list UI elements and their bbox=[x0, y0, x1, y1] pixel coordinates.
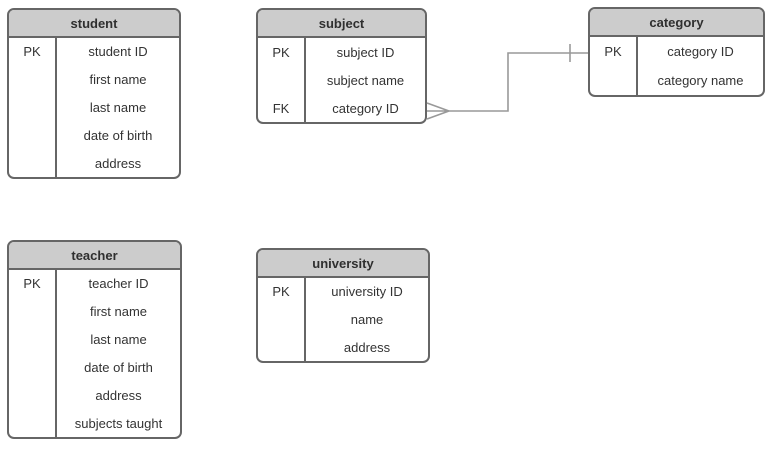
attribute-cell: last name bbox=[90, 332, 147, 348]
pk-cell bbox=[9, 121, 57, 150]
attribute-cell: name bbox=[350, 312, 384, 327]
attribute-cell: category ID bbox=[332, 100, 399, 116]
table-row: PK student ID bbox=[9, 38, 179, 66]
table-row: subjects taught bbox=[9, 409, 180, 437]
attribute-cell: address bbox=[95, 387, 142, 403]
pk-cell bbox=[9, 149, 57, 177]
attribute-cell: subjects taught bbox=[74, 415, 163, 431]
entity-teacher[interactable]: teacher PK teacher ID first name last na… bbox=[7, 240, 182, 439]
entity-teacher-body: PK teacher ID first name last name date … bbox=[9, 270, 180, 437]
pk-cell bbox=[258, 333, 306, 362]
attribute-cell: subject ID bbox=[336, 44, 395, 60]
attribute-cell: category ID bbox=[667, 44, 734, 59]
table-row: PK subject ID bbox=[258, 38, 425, 66]
table-row: name bbox=[258, 305, 428, 334]
pk-cell bbox=[9, 353, 57, 382]
pk-cell bbox=[590, 66, 638, 95]
table-row: subject name bbox=[258, 66, 425, 94]
pk-cell bbox=[9, 409, 57, 437]
entity-category[interactable]: category PK category ID category name bbox=[588, 7, 765, 97]
table-row: FK category ID bbox=[258, 94, 425, 122]
attribute-cell: teacher ID bbox=[88, 276, 149, 292]
entity-university[interactable]: university PK university ID name address bbox=[256, 248, 430, 363]
attribute-cell: first name bbox=[89, 72, 147, 88]
entity-subject-title: subject bbox=[258, 10, 425, 38]
table-row: first name bbox=[9, 65, 179, 94]
entity-university-title: university bbox=[258, 250, 428, 278]
attribute-cell: student ID bbox=[88, 44, 148, 60]
attribute-cell: university ID bbox=[331, 284, 403, 300]
pk-cell: PK bbox=[258, 38, 306, 66]
entity-university-body: PK university ID name address bbox=[258, 278, 428, 362]
attribute-cell: date of birth bbox=[84, 359, 153, 375]
table-row: PK category ID bbox=[590, 37, 763, 66]
table-row: PK university ID bbox=[258, 278, 428, 306]
attribute-cell: address bbox=[94, 155, 142, 171]
pk-cell bbox=[258, 305, 306, 334]
table-row: address bbox=[258, 333, 428, 362]
pk-cell bbox=[9, 65, 57, 94]
entity-student-body: PK student ID first name last name date … bbox=[9, 38, 179, 177]
attribute-cell: first name bbox=[89, 304, 148, 320]
entity-category-title: category bbox=[590, 9, 763, 37]
attribute-cell: subject name bbox=[326, 72, 405, 88]
table-row: address bbox=[9, 381, 180, 410]
table-row: address bbox=[9, 149, 179, 177]
pk-cell bbox=[9, 297, 57, 326]
entity-subject-body: PK subject ID subject name FK category I… bbox=[258, 38, 425, 122]
relationship-line[interactable] bbox=[449, 52, 588, 112]
entity-student[interactable]: student PK student ID first name last na… bbox=[7, 8, 181, 179]
pk-cell bbox=[9, 325, 57, 354]
pk-cell bbox=[258, 66, 306, 94]
table-row: date of birth bbox=[9, 353, 180, 382]
attribute-cell: address bbox=[343, 339, 391, 355]
entity-student-title: student bbox=[9, 10, 179, 38]
entity-teacher-title: teacher bbox=[9, 242, 180, 270]
attribute-cell: last name bbox=[89, 99, 147, 115]
crows-foot-many-icon bbox=[426, 102, 450, 120]
table-row: PK teacher ID bbox=[9, 270, 180, 298]
table-row: category name bbox=[590, 66, 763, 95]
attribute-cell: category name bbox=[657, 73, 744, 88]
pk-cell: PK bbox=[590, 37, 638, 66]
entity-category-body: PK category ID category name bbox=[590, 37, 763, 95]
table-row: last name bbox=[9, 93, 179, 122]
attribute-cell: date of birth bbox=[83, 127, 153, 143]
pk-cell: PK bbox=[9, 38, 57, 66]
pk-cell: PK bbox=[9, 270, 57, 298]
table-row: first name bbox=[9, 297, 180, 326]
pk-cell: PK bbox=[258, 278, 306, 306]
pk-cell bbox=[9, 381, 57, 410]
table-row: date of birth bbox=[9, 121, 179, 150]
pk-cell bbox=[9, 93, 57, 122]
fk-cell: FK bbox=[258, 94, 306, 122]
table-row: last name bbox=[9, 325, 180, 354]
entity-subject[interactable]: subject PK subject ID subject name FK ca… bbox=[256, 8, 427, 124]
